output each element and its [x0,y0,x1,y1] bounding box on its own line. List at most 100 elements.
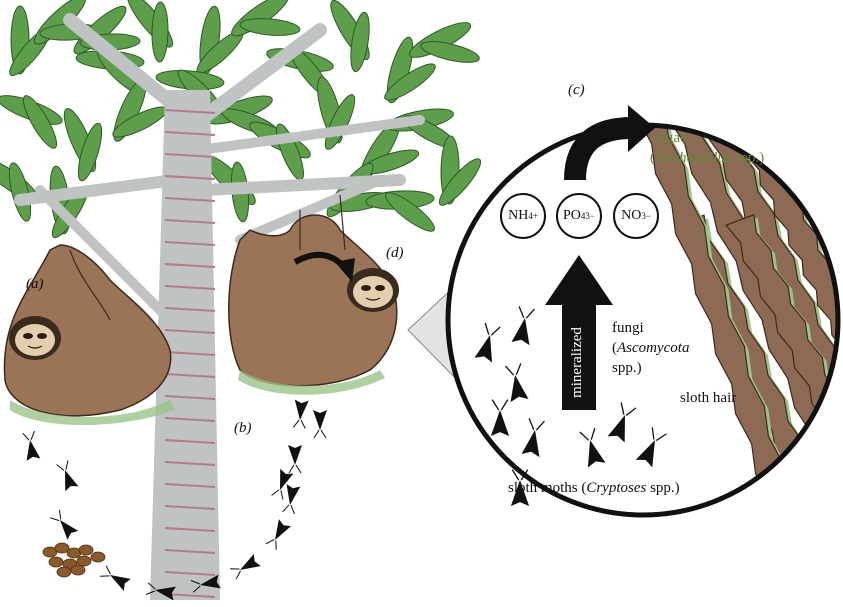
phosphate-base: PO [563,208,581,223]
mineralized-label: mineralized [560,312,594,412]
panel-label-a: (a) [26,276,44,292]
moth-life-cycle-loop [22,399,327,601]
moth-wings [521,430,540,458]
moth-wings [286,484,301,505]
ammonium-subscript: 4 [528,211,533,221]
trunk-stripe [164,307,216,312]
leaf [151,1,169,63]
moth-antenna [511,469,520,481]
moth-icon [490,399,510,436]
moth-icon [50,509,79,540]
moth-antenna [235,570,241,580]
trunk-stripe [164,549,216,554]
moth-antenna [590,427,596,440]
moths-taxon: Cryptoses [586,480,647,496]
moths-text: sloth moths ( [508,480,587,496]
moth-antenna [230,568,240,570]
moth-antenna [290,504,295,515]
trunk-stripe [164,571,216,576]
moth-icon [230,553,261,580]
moth-antenna [288,464,295,474]
moth-icon [288,445,302,474]
leaf [420,41,480,63]
moth-wings [510,375,529,403]
moth-antenna [625,407,637,416]
moth-transfer-arrow [293,251,355,282]
moth-icon [22,430,41,461]
trunk-stripe [164,439,216,444]
dung-pellet [70,564,86,576]
moth-icon [579,427,606,468]
moth-icon [474,322,501,363]
sloth-a [3,244,175,425]
algae-label: algae [655,130,687,146]
trunk-stripe [164,153,216,158]
mineralized-text: mineralized [568,326,585,398]
trunk-stripe [164,241,216,246]
moth-antenna [65,460,69,470]
moth-antenna [30,430,35,441]
moth-antenna [58,509,62,520]
moth-antenna [105,565,111,575]
moths-close: spp.) [646,480,680,496]
trunk-stripe [164,395,216,400]
dung-pellet [48,556,64,568]
nitrate-charge: − [645,211,651,221]
leaf [239,18,301,36]
fungi-label: fungi [612,320,644,336]
trunk-stripe [164,351,216,356]
tree-branches [14,13,425,335]
trunk-stripe [164,417,216,422]
hair-strand [634,125,806,515]
moth-icon [145,582,176,601]
moth-antenna [292,419,300,428]
moth-antenna [275,540,277,550]
sloth-hair-label: sloth hair [680,390,737,406]
moth-icon [265,519,292,550]
sloth-d [228,194,399,395]
fungi-taxon: Ascomycota [617,340,690,356]
moth-antenna [190,580,201,585]
trunk-stripe [164,461,216,466]
moth-icon [56,460,79,492]
moth-antenna [265,539,275,545]
moth-wings [510,480,530,506]
moth-icon [190,574,221,593]
phosphate-charge: 3− [585,211,595,221]
moth-wings [155,586,176,601]
moth-wings [26,440,41,461]
moth-antenna [535,420,545,431]
sloth-moths-label: sloth moths (Cryptoses spp.) [508,480,680,497]
moth-icon [511,306,535,346]
moth-wings [60,520,79,540]
algae-taxon-line: (Trichophilus spp.) [650,150,764,167]
panel-label-b: (b) [234,420,252,436]
moth-wings [280,468,294,490]
dung-pellet [54,542,70,554]
moth-icon [635,427,667,468]
moth-antenna [313,429,320,439]
moth-antenna [295,464,302,474]
moth-antenna [300,419,306,429]
moth-antenna [655,433,667,442]
moth-antenna [651,427,655,440]
moth-wings [200,574,221,589]
phosphate-subscript: 4 [580,211,586,221]
tree-trunk [150,90,220,600]
algae-uptake-arrow [564,105,655,181]
moth-antenna [280,490,284,500]
algae-taxon-open: ( [650,150,655,166]
moth-antenna [491,399,500,411]
moth-wings [65,470,79,492]
moth-antenna [528,418,535,431]
trunk-stripe [164,527,216,532]
moth-wings [275,519,292,540]
moth-antenna [620,402,625,415]
moth-antenna [50,517,60,522]
trunk-stripe [164,175,216,180]
moth-antenna [147,582,156,590]
moth-antenna [56,464,65,471]
